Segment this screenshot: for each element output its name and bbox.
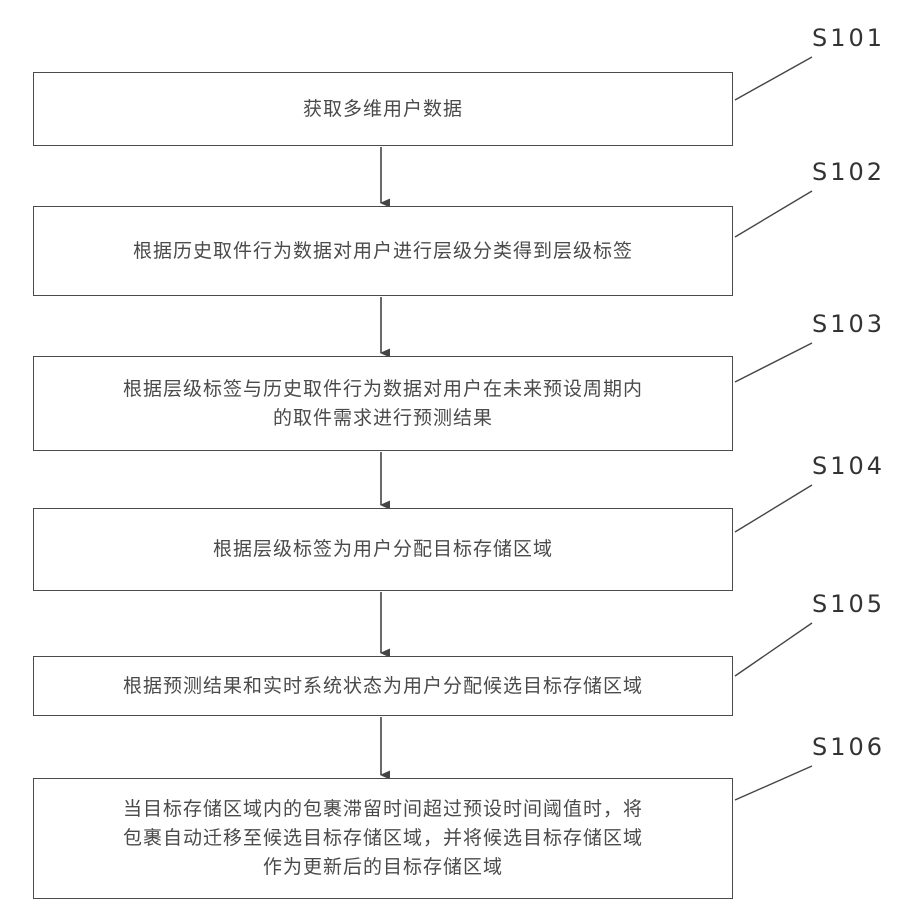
- step-text-s102: 根据历史取件行为数据对用户进行层级分类得到层级标签: [132, 239, 633, 262]
- step-label-s102: S102: [812, 158, 886, 186]
- step-box-s106: 当目标存储区域内的包裹滞留时间超过预设时间阈值时，将 包裹自动迁移至候选目标存储…: [33, 778, 733, 899]
- step-label-s105: S105: [812, 590, 886, 618]
- step-label-s103: S103: [812, 310, 886, 338]
- leader-line-s101: [734, 56, 813, 101]
- step-box-s105: 根据预测结果和实时系统状态为用户分配候选目标存储区域: [33, 656, 733, 716]
- leader-line-s103: [734, 342, 813, 383]
- step-box-s101: 获取多维用户数据: [33, 72, 733, 146]
- step-text-s103: 根据层级标签与历史取件行为数据对用户在未来预设周期内 的取件需求进行预测结果: [122, 377, 643, 429]
- leader-line-s102: [734, 190, 813, 238]
- step-box-s104: 根据层级标签为用户分配目标存储区域: [33, 508, 733, 591]
- step-text-s101: 获取多维用户数据: [302, 97, 463, 120]
- step-label-s104: S104: [812, 452, 886, 480]
- step-label-s101: S101: [812, 24, 886, 52]
- leader-line-s106: [734, 765, 813, 801]
- leader-line-s105: [734, 622, 813, 677]
- step-text-s106: 当目标存储区域内的包裹滞留时间超过预设时间阈值时，将 包裹自动迁移至候选目标存储…: [122, 798, 643, 878]
- step-box-s102: 根据历史取件行为数据对用户进行层级分类得到层级标签: [33, 206, 733, 296]
- leader-line-s104: [734, 484, 813, 533]
- step-text-s104: 根据层级标签为用户分配目标存储区域: [212, 538, 553, 560]
- step-label-s106: S106: [812, 733, 886, 761]
- step-text-s105: 根据预测结果和实时系统状态为用户分配候选目标存储区域: [122, 674, 643, 697]
- step-box-s103: 根据层级标签与历史取件行为数据对用户在未来预设周期内 的取件需求进行预测结果: [33, 356, 733, 451]
